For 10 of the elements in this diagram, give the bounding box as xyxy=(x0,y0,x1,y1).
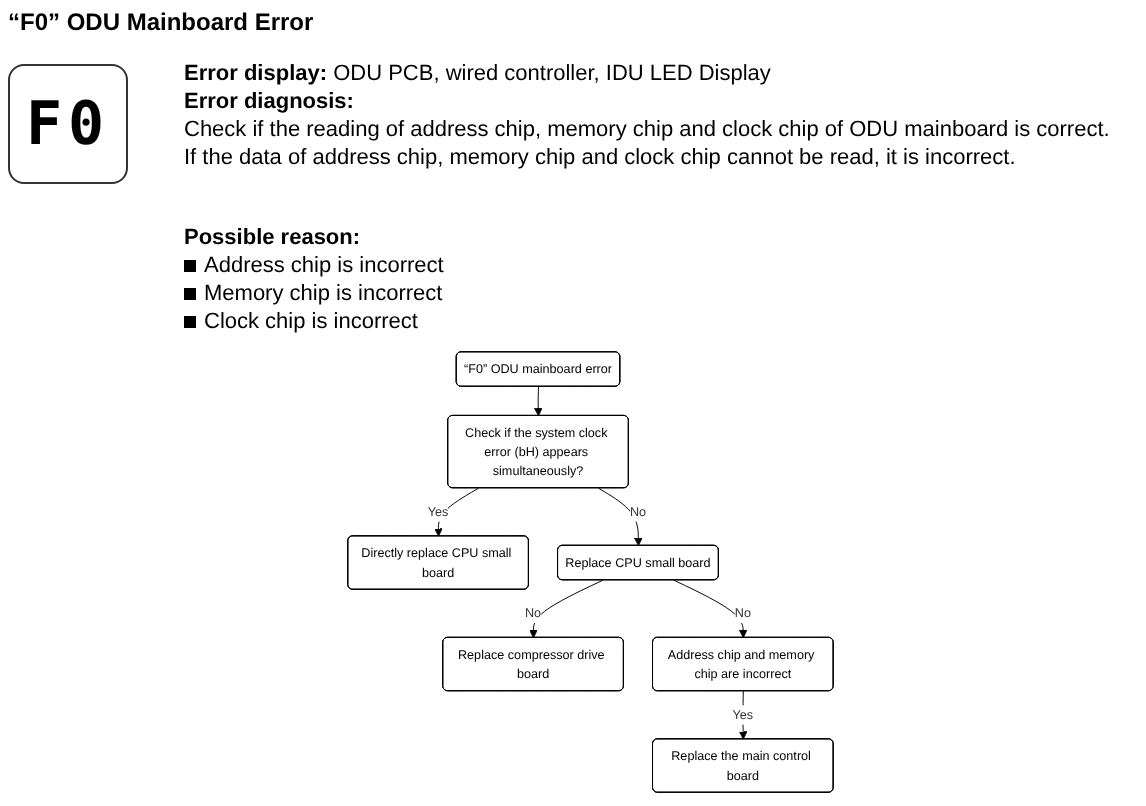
diagnosis-text: Check if the reading of address chip, memory chip and clock chip of ODU mainboard is correct. xyxy=(184,116,1110,144)
section-heading: Error diagnosis: xyxy=(184,88,356,116)
error-display-text: Error display: ODU PCB, wired controller, IDU LED Display xyxy=(184,60,773,88)
diagnosis-text: If the data of address chip, memory chip and clock chip cannot be read, it is incorrect. xyxy=(184,144,1018,172)
display-code: F0 xyxy=(25,89,111,159)
reason-text: Address chip is incorrect xyxy=(204,252,444,280)
title: “F0” ODU Mainboard Error xyxy=(8,8,314,36)
reason-text: Clock chip is incorrect xyxy=(204,308,418,336)
reason-text: Memory chip is incorrect xyxy=(204,280,443,308)
section-heading: Possible reason: xyxy=(184,224,363,252)
